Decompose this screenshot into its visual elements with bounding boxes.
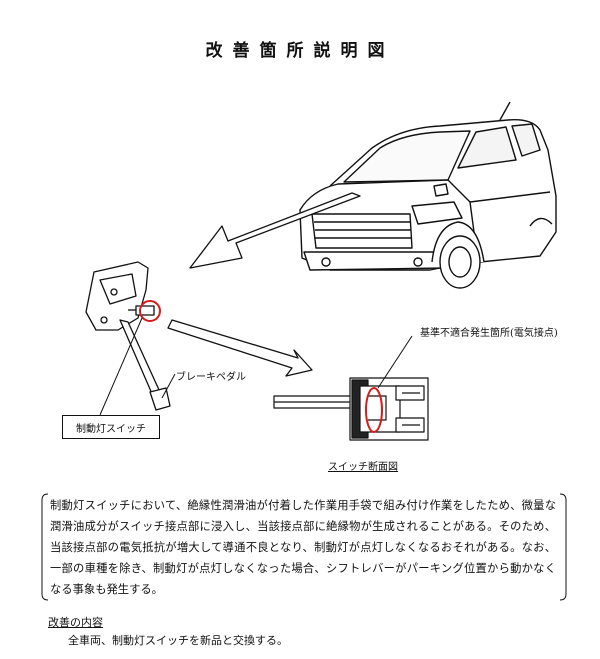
arrow-switch-to-section (167, 319, 313, 377)
switch-highlight-circle (139, 300, 161, 322)
remedy-heading: 改善の内容 (48, 616, 103, 629)
page-title: 改善箇所説明図 (205, 41, 395, 61)
remedy-body: 全車両、制動灯スイッチを新品と交換する。 (68, 634, 288, 647)
brake-pedal-assembly (85, 261, 171, 411)
arrow-car-to-pedal (189, 192, 361, 269)
defect-leader-line (377, 335, 413, 389)
pedal-leader-line (161, 373, 176, 399)
brake-pedal-label: ブレーキペダル (176, 372, 246, 383)
defect-location-label: 基準不適合発生箇所(電気接点) (420, 328, 558, 339)
switch-section-label: スイッチ断面図 (328, 462, 398, 473)
brake-switch-label: 制動灯スイッチ (62, 415, 160, 439)
switch-leader-line (99, 317, 143, 416)
description-bracket (41, 493, 567, 601)
switch-section-diagram (273, 377, 429, 441)
car-illustration (299, 101, 557, 289)
defect-description: 制動灯スイッチにおいて、絶縁性潤滑油が付着した作業用手袋で組み付け作業をしたため… (50, 499, 556, 596)
contact-highlight-ellipse (365, 387, 383, 433)
